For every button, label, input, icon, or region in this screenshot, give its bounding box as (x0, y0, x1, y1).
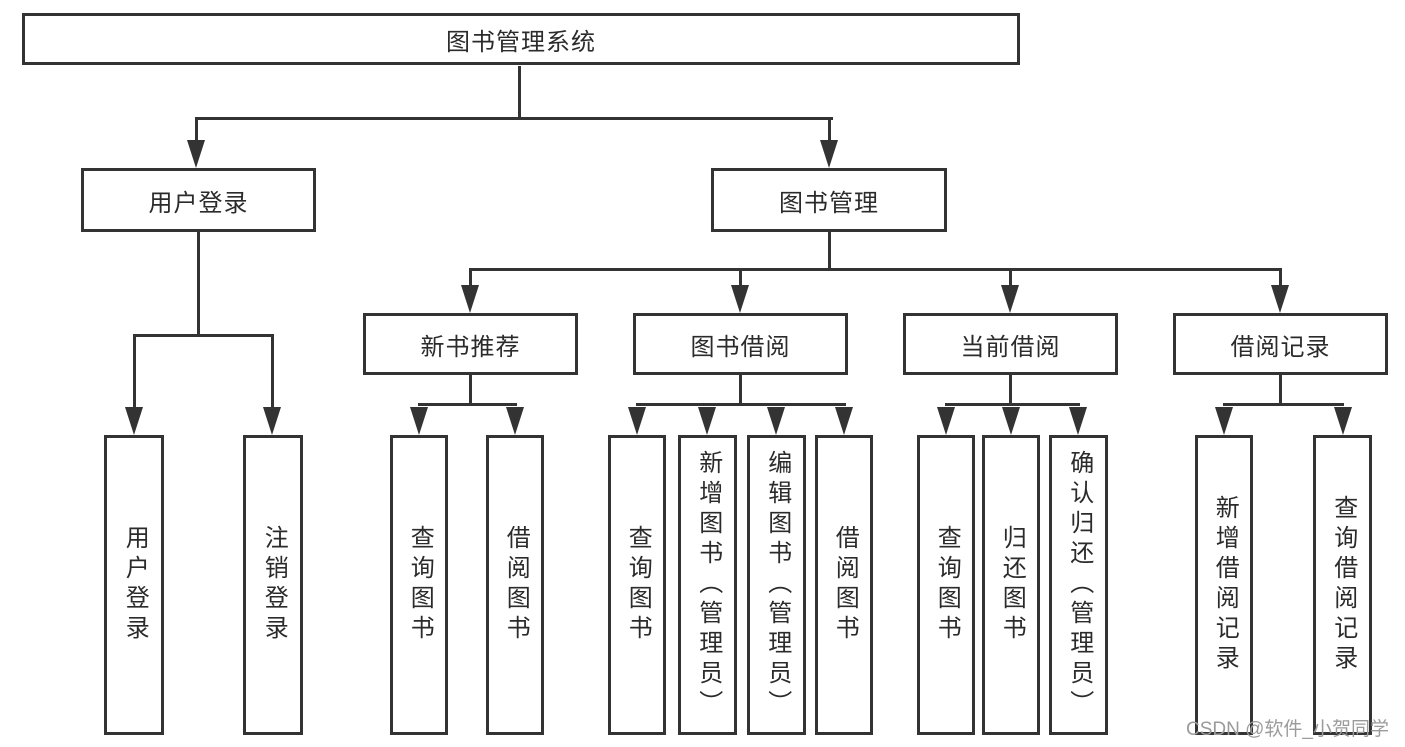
connector-line-v (1279, 375, 1282, 406)
node-label: 用户登录 (148, 189, 249, 217)
connector-line-v (1009, 269, 1012, 289)
leaf-search-books-current: 查询图书 (917, 435, 975, 735)
arrow-down-icon (628, 407, 646, 435)
leaf-search-books-borrowing: 查询图书 (608, 435, 666, 735)
leaf-label: 借阅图书 (831, 525, 859, 645)
node-label: 借阅记录 (1230, 333, 1331, 361)
arrow-down-icon (937, 407, 955, 435)
connector-line-h (945, 403, 1080, 406)
node-label: 图书管理系统 (446, 28, 596, 56)
leaf-edit-book-admin: 编辑图书（管理员） (747, 435, 806, 735)
arrow-down-icon (698, 407, 716, 435)
leaf-add-borrow-record: 新增借阅记录 (1195, 435, 1253, 735)
leaf-label: 查询图书 (624, 525, 652, 645)
connector-line-h (469, 268, 1282, 271)
node-book-management: 图书管理 (711, 168, 947, 232)
leaf-label: 注销登录 (260, 525, 288, 645)
node-current-borrowing: 当前借阅 (903, 313, 1118, 375)
leaf-label: 查询图书 (406, 525, 434, 645)
node-label: 图书管理 (779, 189, 879, 217)
node-borrowing-records: 借阅记录 (1173, 313, 1388, 375)
connector-line-v (739, 269, 742, 289)
connector-line-v (271, 335, 274, 410)
node-label: 新书推荐 (420, 333, 521, 361)
connector-line-v (133, 335, 136, 410)
arrow-down-icon (820, 140, 838, 168)
node-new-book-recommendation: 新书推荐 (363, 313, 578, 375)
node-book-borrowing: 图书借阅 (633, 313, 848, 375)
arrow-down-icon (1069, 407, 1087, 435)
arrow-down-icon (125, 407, 143, 435)
arrow-down-icon (835, 407, 853, 435)
arrow-down-icon (263, 407, 281, 435)
connector-line-v (469, 375, 472, 406)
arrow-down-icon (767, 407, 785, 435)
leaf-label: 借阅图书 (502, 525, 530, 645)
connector-line-v (828, 118, 831, 146)
leaf-confirm-return-admin: 确认归还（管理员） (1049, 435, 1108, 735)
leaf-borrow-books-borrowing: 借阅图书 (815, 435, 873, 735)
connector-line-v (469, 269, 472, 289)
arrow-down-icon (410, 407, 428, 435)
arrow-down-icon (506, 407, 524, 435)
arrow-down-icon (1334, 407, 1352, 435)
arrow-down-icon (731, 285, 749, 313)
arrow-down-icon (1002, 407, 1020, 435)
leaf-search-borrow-record: 查询借阅记录 (1313, 435, 1372, 735)
arrow-down-icon (1271, 285, 1289, 313)
connector-line-v (828, 232, 831, 271)
leaf-label: 确认归还（管理员） (1065, 450, 1093, 720)
leaf-borrow-books-recommend: 借阅图书 (486, 435, 544, 735)
connector-line-h (195, 117, 833, 120)
node-library-management-system: 图书管理系统 (22, 13, 1020, 65)
leaf-logout: 注销登录 (243, 435, 303, 735)
connector-line-v (195, 118, 198, 146)
node-label: 当前借阅 (960, 333, 1061, 361)
leaf-label: 归还图书 (998, 525, 1026, 645)
node-user-login: 用户登录 (81, 168, 316, 232)
leaf-add-book-admin: 新增图书（管理员） (678, 435, 737, 735)
leaf-label: 编辑图书（管理员） (763, 450, 791, 720)
connector-line-v (197, 232, 200, 337)
leaf-label: 新增图书（管理员） (694, 450, 722, 720)
leaf-search-books-recommend: 查询图书 (390, 435, 448, 735)
connector-line-h (1223, 403, 1344, 406)
arrow-down-icon (461, 285, 479, 313)
csdn-watermark: CSDN @软件_小贺同学 (1186, 719, 1389, 740)
connector-line-h (133, 334, 274, 337)
node-label: 图书借阅 (690, 333, 791, 361)
connector-line-h (636, 403, 846, 406)
leaf-user-login: 用户登录 (104, 435, 164, 735)
leaf-label: 查询图书 (933, 525, 961, 645)
arrow-down-icon (187, 140, 205, 168)
leaf-label: 查询借阅记录 (1329, 495, 1357, 675)
connector-line-v (518, 66, 521, 119)
leaf-label: 新增借阅记录 (1211, 495, 1239, 675)
connector-line-h (418, 403, 517, 406)
leaf-return-books: 归还图书 (982, 435, 1040, 735)
connector-line-v (1279, 269, 1282, 289)
connector-line-v (1009, 375, 1012, 406)
arrow-down-icon (1001, 285, 1019, 313)
leaf-label: 用户登录 (121, 525, 149, 645)
arrow-down-icon (1215, 407, 1233, 435)
connector-line-v (739, 375, 742, 406)
